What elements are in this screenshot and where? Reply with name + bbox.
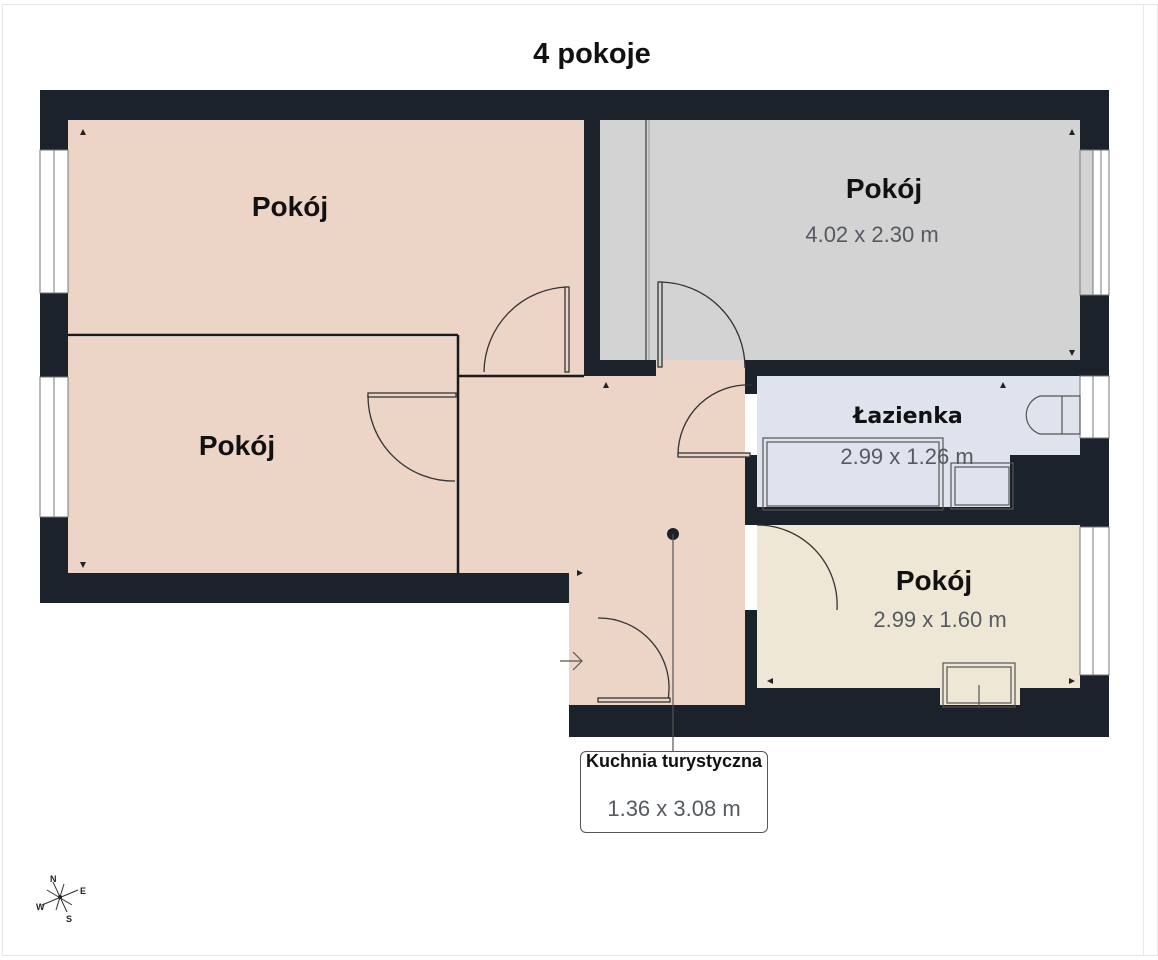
kitchen-callout-name: Kuchnia turystyczna: [585, 751, 763, 771]
panel-divider: [1143, 4, 1144, 956]
entrance-arrow-icon: [560, 651, 583, 671]
room-pokoj-1: [68, 120, 584, 335]
room-pokoj-cream: [757, 525, 1080, 688]
room-corridor: [458, 376, 745, 573]
room-pokoj-gray: [600, 120, 1080, 360]
room-label-pokoj-gray: Pokój: [845, 173, 923, 204]
room-dim-pokoj-cream: 2.99 x 1.60 m: [873, 607, 1007, 632]
kitchen-callout-dimensions: 1.36 x 3.08 m: [607, 796, 741, 821]
bathroom-fixtures: [762, 395, 1081, 708]
compass-s: S: [66, 914, 73, 924]
room-label-pokoj-2: Pokój: [198, 430, 276, 461]
room-dim-pokoj-gray: 4.02 x 2.30 m: [805, 222, 939, 247]
kitchen-callout[interactable]: Kuchnia turystyczna 1.36 x 3.08 m: [580, 751, 768, 833]
compass-e: E: [80, 886, 87, 896]
doors: [367, 281, 838, 703]
plan-title: 4 pokoje: [533, 38, 651, 70]
room-dim-lazienka: 2.99 x 1.26 m: [840, 444, 974, 469]
room-pokoj-2: [68, 337, 458, 573]
compass-n: N: [50, 874, 57, 884]
room-label-lazienka: Łazienka: [853, 404, 963, 429]
compass-w: W: [36, 902, 45, 912]
room-label-pokoj-1: Pokój: [251, 191, 329, 222]
room-label-pokoj-cream: Pokój: [895, 565, 973, 596]
